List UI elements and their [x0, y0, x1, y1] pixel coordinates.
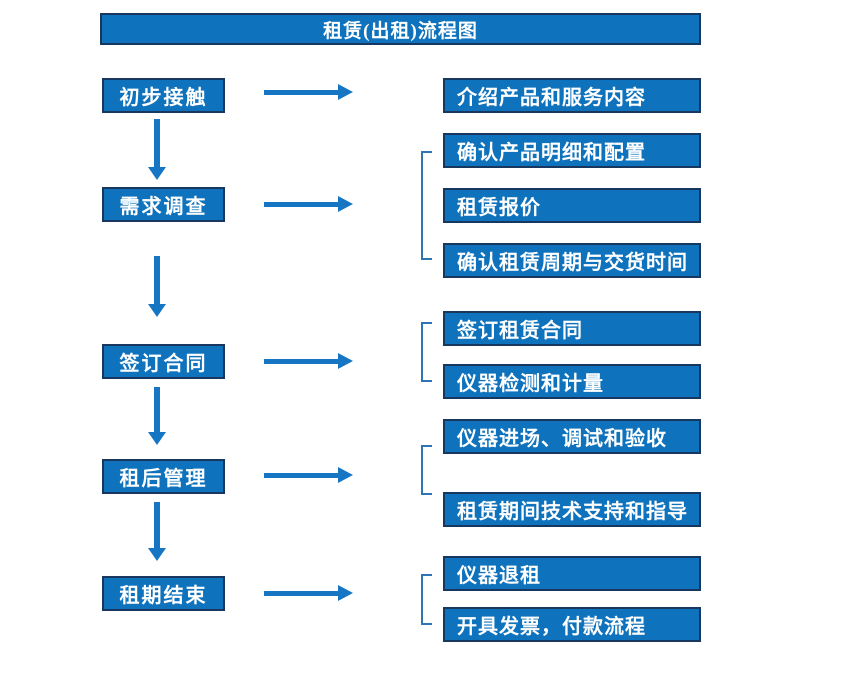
- down-arrow-icon: [148, 256, 166, 317]
- detail-box-rental-quote: 租赁报价: [443, 188, 701, 223]
- right-arrow-icon: [264, 467, 353, 483]
- right-arrow-icon: [264, 84, 353, 100]
- right-arrow-icon: [264, 585, 353, 601]
- detail-box-tech-support: 租赁期间技术支持和指导: [443, 492, 701, 527]
- detail-box-introduce-products: 介绍产品和服务内容: [443, 78, 701, 113]
- detail-box-instrument-return: 仪器退租: [443, 556, 701, 591]
- stage-box-contract-signing: 签订合同: [102, 344, 225, 379]
- detail-box-confirm-product-config: 确认产品明细和配置: [443, 133, 701, 168]
- group-bracket: [421, 574, 432, 625]
- group-bracket: [421, 322, 432, 382]
- group-bracket: [421, 151, 432, 260]
- right-arrow-icon: [264, 196, 353, 212]
- detail-box-invoice-payment: 开具发票，付款流程: [443, 607, 701, 642]
- detail-box-instrument-setup-acceptance: 仪器进场、调试和验收: [443, 419, 701, 454]
- down-arrow-icon: [148, 502, 166, 561]
- detail-box-confirm-period-delivery: 确认租赁周期与交货时间: [443, 243, 701, 278]
- flowchart-title: 租赁(出租)流程图: [100, 13, 701, 45]
- stage-box-rental-end: 租期结束: [102, 576, 225, 611]
- detail-box-sign-rental-contract: 签订租赁合同: [443, 311, 701, 346]
- down-arrow-icon: [148, 387, 166, 445]
- stage-box-post-rental-management: 租后管理: [102, 459, 225, 494]
- stage-box-initial-contact: 初步接触: [102, 78, 225, 113]
- detail-box-instrument-inspection: 仪器检测和计量: [443, 364, 701, 399]
- stage-box-demand-survey: 需求调查: [102, 187, 225, 222]
- group-bracket: [421, 445, 432, 495]
- down-arrow-icon: [148, 119, 166, 180]
- right-arrow-icon: [264, 353, 353, 369]
